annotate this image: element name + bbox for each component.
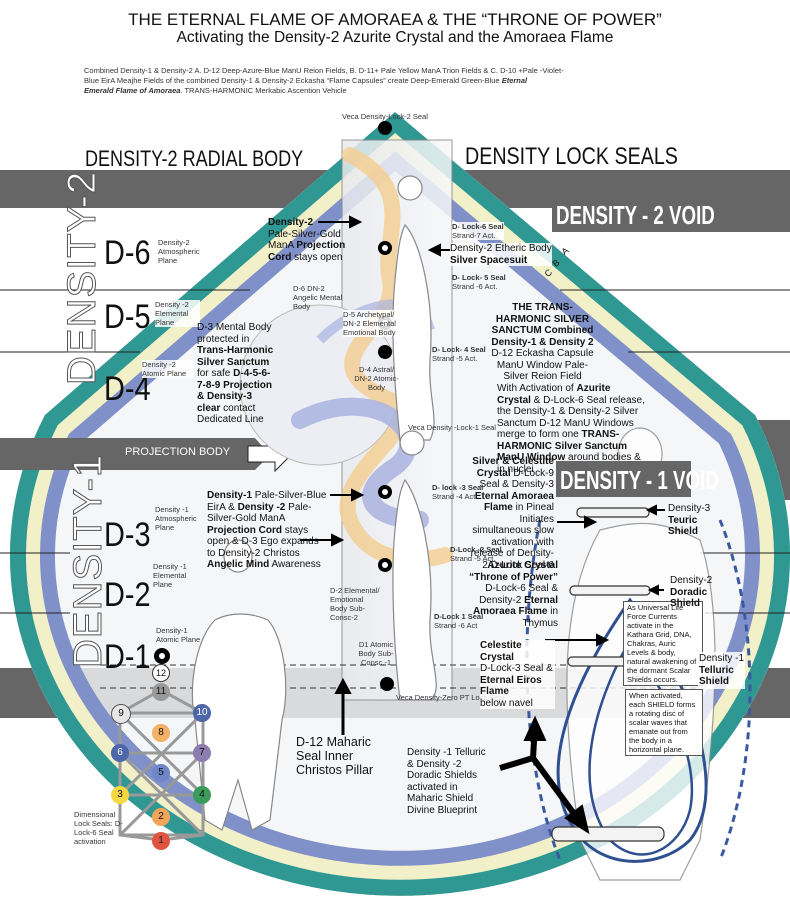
pointer-arrows [300,215,665,835]
plane-d2-atmospheric: Density-2 Atmospheric Plane [158,238,210,265]
projection-body-label: PROJECTION BODY [125,446,231,458]
note-mental-body: D-3 Mental Body protected in Trans-Harmo… [197,322,274,425]
kathara-node-12: 12 [152,664,170,682]
dimension-d6: D-6 [104,234,151,272]
note-celestite-pineal: Silver & Celestite Crystal D-Lock-9 Seal… [470,456,554,571]
body-d2-elemental: D-2 Elemental/ Emotional Body Sub-Consc-… [330,586,380,622]
density-2-vertical-label: DENSITY-2 [60,170,105,385]
seal-veca-lock-2: Veca Density-Lock-2 Seal [342,112,428,121]
body-d6-angelic-mental: D-6 DN-2 Angelic Mental Body [293,284,343,311]
dimension-d3: D-3 [104,516,151,554]
intro-text: Combined Density-1 & Density-2 A. D-12 D… [84,66,564,95]
header-lock-seals: DENSITY LOCK SEALS [465,143,678,170]
lower-body-figure [392,430,437,701]
projection-body-bar [0,438,270,470]
kathara-node-1: 1 [152,832,170,850]
kathara-node-6: 6 [111,744,129,762]
dimension-d1: D-1 [104,638,151,676]
plane-d1-elemental: Density -1 Elemental Plane [153,562,187,589]
kathara-node-11: 11 [152,683,170,701]
teuric-shield-disc [576,507,650,518]
kathara-node-7: 7 [193,744,211,762]
blue-projection-cord [291,397,429,529]
plane-d1-atomic: Density-1 Atomic Plane [156,626,201,644]
kathara-node-9: 9 [111,704,131,724]
plane-d2-elemental: Density -2 Elemental Plane [155,300,200,327]
kathara-node-4: 4 [193,786,211,804]
body-d5-emotional: D-5 Archetypal/ DN-2 Elemental Emotional… [343,310,403,337]
kathara-node-3: 3 [111,786,129,804]
seal-veca-zero-point: Veca Density-Zero PT Lock Seal [396,693,505,702]
plane-dividers [0,289,790,614]
plane-d2-atomic: Density -2 Atomic Plane [142,360,194,378]
note-silver-sanctum: THE TRANS-HARMONIC SILVER SANCTUM Combin… [491,302,594,382]
kathara-node-8: 8 [152,724,170,742]
density-1-void-box [556,461,691,497]
page-title: THE ETERNAL FLAME OF AMORAEA & THE “THRO… [128,10,662,29]
note-projection-cords-d1-d2: Density-1 Pale-Silver-Blue EirA & Densit… [207,490,327,570]
base-shield-disc [551,826,665,842]
kathara-node-10: 10 [193,704,211,722]
dimension-d5: D-5 [104,298,151,336]
body-d4-astral: D-4 Astral/ DN-2 Atomic- Body [354,365,399,392]
chakra-body-figure [191,539,287,831]
doradic-shield-disc [569,585,651,596]
body-d1-atomic: D1 Atomic Body Sub- Consc.-1 [358,640,394,667]
kathara-node-2: 2 [152,808,170,826]
plane-d1-atmospheric: Density -1 Atmospheric Plane [155,505,197,532]
density-1-vertical-label: DENSITY-1 [66,453,111,668]
kathara-node-5: 5 [152,764,170,782]
note-azurite-activation: With Activation of Azurite Crystal & D-L… [497,383,645,475]
note-throne-of-power: Azurite Crystal “Throne of Power” D-Lock… [469,560,558,629]
etheric-body-figure [392,175,435,441]
header-radial-body: DENSITY-2 RADIAL BODY [85,146,304,171]
seal-veca-lock-1: Veca Density -Lock-1 Seal [408,423,496,432]
density-1-void-label: DENSITY - 1 VOID [560,465,719,495]
note-ulf-currents: As Universal Life Force Currents activat… [623,601,703,686]
note-telluric-doradic: Density -1 Telluric & Density -2 Doradic… [407,747,486,816]
note-shield-rotation: When activated, each SHIELD forms a rota… [625,689,703,756]
density-2-void-label: DENSITY - 2 VOID [556,200,715,230]
page-subtitle: Activating the Density-2 Azurite Crystal… [176,29,614,46]
dimension-d2: D-2 [104,576,151,614]
density-2-void-box [552,198,790,232]
note-maharic-seal: D-12 Maharic Seal Inner Christos Pillar [296,735,374,777]
note-dimensional-lock-seals: Dimensional Lock Seals: D-Lock-6 Seal ac… [74,810,123,846]
